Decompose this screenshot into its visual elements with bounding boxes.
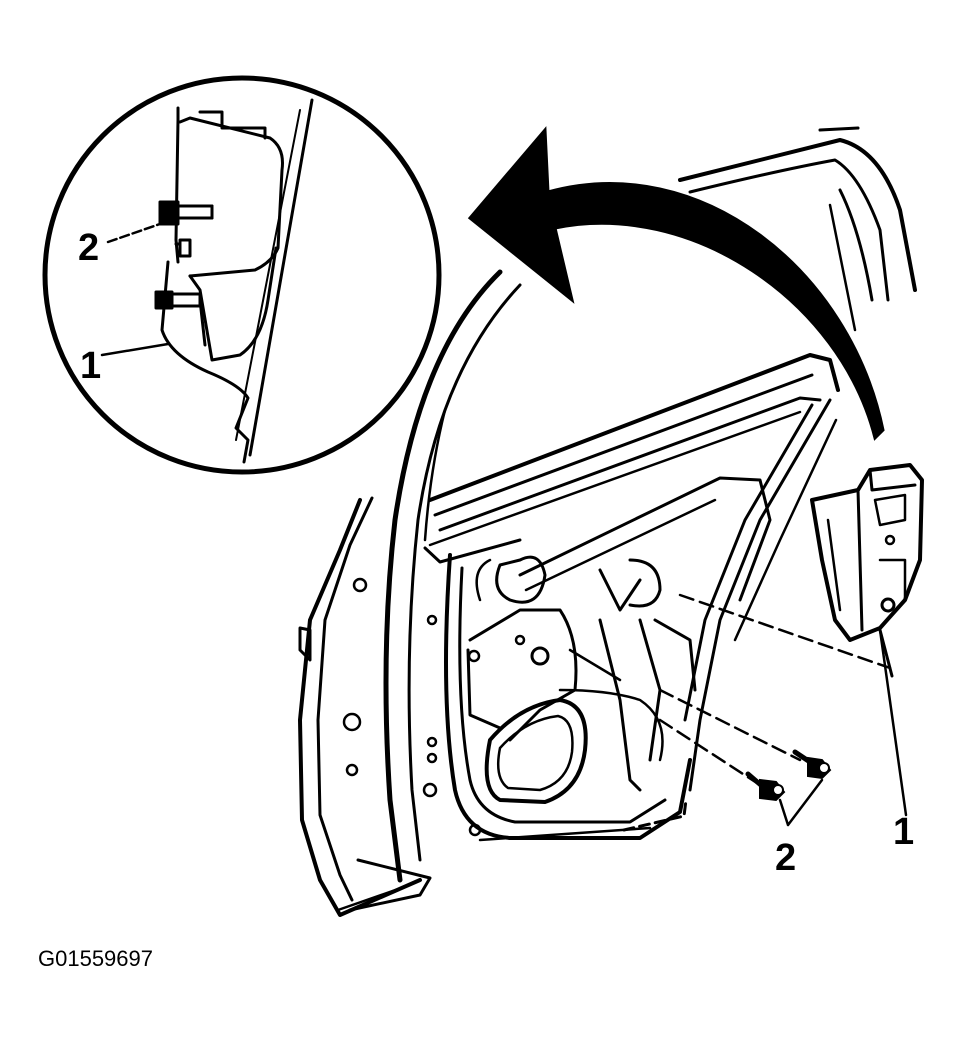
main-bolts-leader [778,778,824,827]
bolt-upper [792,749,832,780]
bolt-lower [745,771,786,802]
detail-module-leader [100,342,170,357]
figure-id-label: G01559697 [38,946,153,971]
detail-module-callout: 1 [80,345,101,387]
main-module-leader [878,628,908,817]
alignment-lines [658,593,892,787]
detail-inset: 2 1 [42,75,442,475]
main-bolts-callout: 2 [775,837,796,879]
detail-bolt-callout: 2 [78,227,99,269]
main-module-callout: 1 [893,811,914,853]
detail-bolt-leader [106,222,162,244]
curved-arrow [467,126,885,441]
detail-inset-linework [154,98,314,464]
window-module-part [810,463,924,678]
detail-inset-circle [42,75,442,475]
bolts [745,749,832,802]
